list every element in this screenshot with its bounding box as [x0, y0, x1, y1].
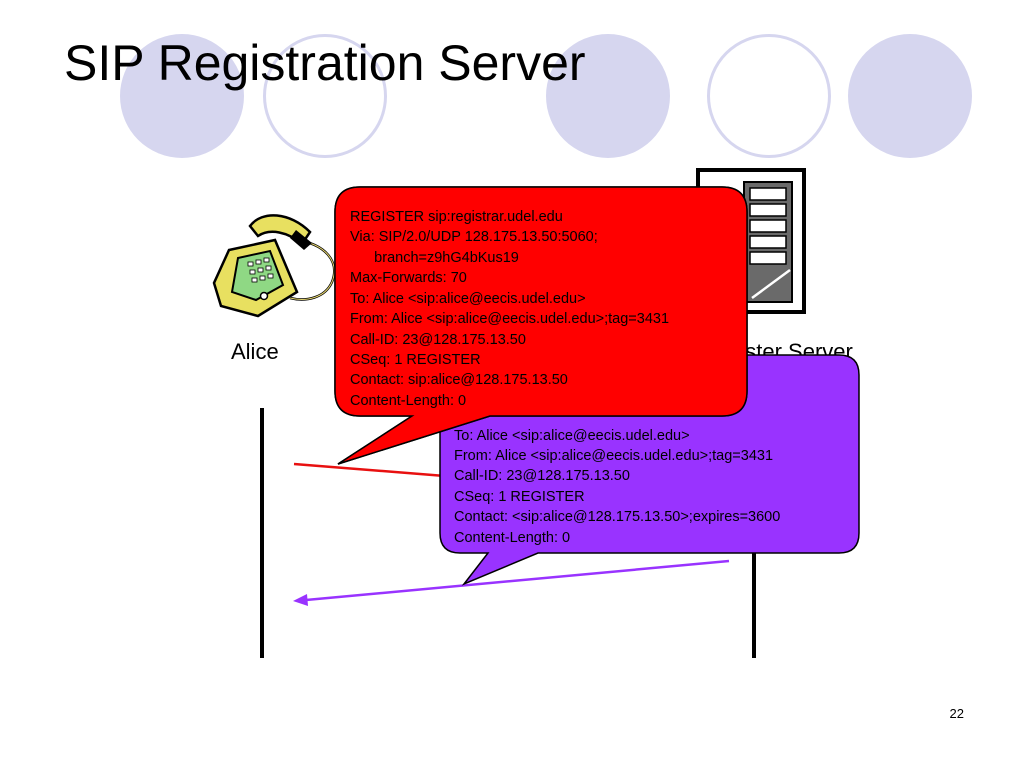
register-request-arrow	[293, 462, 446, 478]
slide-title: SIP Registration Server	[64, 35, 586, 91]
alice-label: Alice	[231, 339, 279, 364]
decor-circle-3	[546, 34, 670, 158]
decor-circle-2	[263, 34, 387, 158]
page-number: 22	[949, 706, 964, 721]
decor-circle-4	[707, 34, 831, 158]
ok-response-arrow	[293, 559, 730, 606]
decor-circle-5	[848, 34, 972, 158]
telephone-icon	[212, 214, 336, 318]
decor-circle-1	[120, 34, 244, 158]
